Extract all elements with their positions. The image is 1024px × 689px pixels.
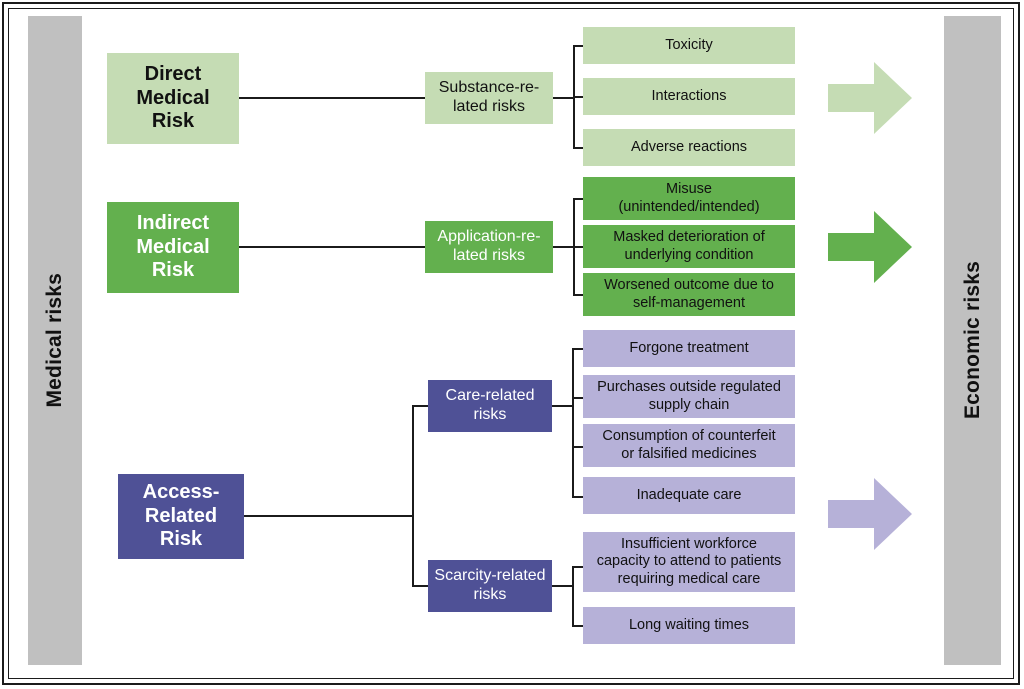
leaf-long-waiting-times[interactable]: Long waiting times	[583, 607, 795, 644]
node-scarcity-related-risks[interactable]: Scarcity-related risks	[428, 560, 552, 612]
connector-access-stem	[244, 515, 414, 517]
leaf-inadequate-care-label: Inadequate care	[636, 486, 742, 503]
leaf-forgone-treatment[interactable]: Forgone treatment	[583, 330, 795, 367]
leaf-interactions[interactable]: Interactions	[583, 78, 795, 115]
node-substance-related-risks[interactable]: Substance-re- lated risks	[425, 72, 553, 124]
connector-indirect-leaf-1	[573, 198, 585, 200]
node-indirect-medical-risk-label: Indirect Medical Risk	[136, 212, 210, 282]
connector-direct-l2-stem	[553, 97, 575, 99]
medical-risks-label: Medical risks	[43, 273, 66, 408]
node-direct-medical-risk[interactable]: Direct Medical Risk	[107, 53, 239, 144]
connector-direct-l1-l2	[239, 97, 425, 99]
connector-access-to-scarcity	[412, 585, 430, 587]
arrow-right-icon-bottom	[828, 478, 912, 550]
node-direct-medical-risk-label: Direct Medical Risk	[136, 63, 210, 133]
node-substance-related-risks-label: Substance-re- lated risks	[438, 79, 540, 115]
connector-access-split	[412, 405, 414, 587]
connector-care-leaf-2	[572, 397, 584, 399]
connector-direct-leaf-2	[573, 96, 585, 98]
connector-indirect-leaf-2	[573, 246, 585, 248]
connector-care-leaf-3	[572, 446, 584, 448]
node-access-related-risk[interactable]: Access- Related Risk	[118, 474, 244, 559]
arrow-right-icon-top	[828, 62, 912, 134]
leaf-long-waiting-times-label: Long waiting times	[628, 616, 750, 633]
connector-scarcity-leaf-2	[572, 625, 584, 627]
connector-scarcity-leaf-1	[572, 566, 584, 568]
leaf-adverse-reactions[interactable]: Adverse reactions	[583, 129, 795, 166]
leaf-inadequate-care[interactable]: Inadequate care	[583, 477, 795, 514]
leaf-misuse[interactable]: Misuse(unintended/intended)	[583, 177, 795, 220]
connector-scarcity-bracket	[572, 566, 574, 626]
connector-indirect-l1-l2	[239, 246, 425, 248]
node-indirect-medical-risk[interactable]: Indirect Medical Risk	[107, 202, 239, 293]
connector-direct-leaf-1	[573, 45, 585, 47]
connector-care-leaf-1	[572, 348, 584, 350]
node-care-related-risks-label: Care-related risks	[445, 387, 535, 423]
connector-scarcity-stem	[552, 585, 574, 587]
connector-indirect-leaf-3	[573, 294, 585, 296]
leaf-misuse-label: Misuse(unintended/intended)	[618, 181, 760, 215]
node-access-related-risk-label: Access- Related Risk	[142, 481, 220, 551]
economic-risks-rail: Economic risks	[944, 16, 1001, 665]
node-care-related-risks[interactable]: Care-related risks	[428, 380, 552, 432]
leaf-forgone-treatment-label: Forgone treatment	[629, 339, 749, 356]
leaf-toxicity[interactable]: Toxicity	[583, 27, 795, 64]
inner-border	[8, 8, 1014, 679]
connector-care-bracket	[572, 348, 574, 498]
node-application-related-risks[interactable]: Application-re- lated risks	[425, 221, 553, 273]
node-scarcity-related-risks-label: Scarcity-related risks	[434, 567, 546, 603]
connector-care-stem	[552, 405, 574, 407]
economic-risks-label: Economic risks	[960, 261, 984, 420]
leaf-interactions-label: Interactions	[651, 87, 727, 104]
medical-risks-rail: Medical risks	[28, 16, 82, 665]
leaf-adverse-reactions-label: Adverse reactions	[630, 138, 748, 155]
connector-access-to-care	[412, 405, 430, 407]
connector-indirect-l2-stem	[553, 246, 575, 248]
connector-care-leaf-4	[572, 496, 584, 498]
arrow-right-icon-middle	[828, 211, 912, 283]
leaf-toxicity-label: Toxicity	[665, 36, 713, 53]
node-application-related-risks-label: Application-re- lated risks	[437, 228, 541, 264]
connector-direct-leaf-3	[573, 147, 585, 149]
